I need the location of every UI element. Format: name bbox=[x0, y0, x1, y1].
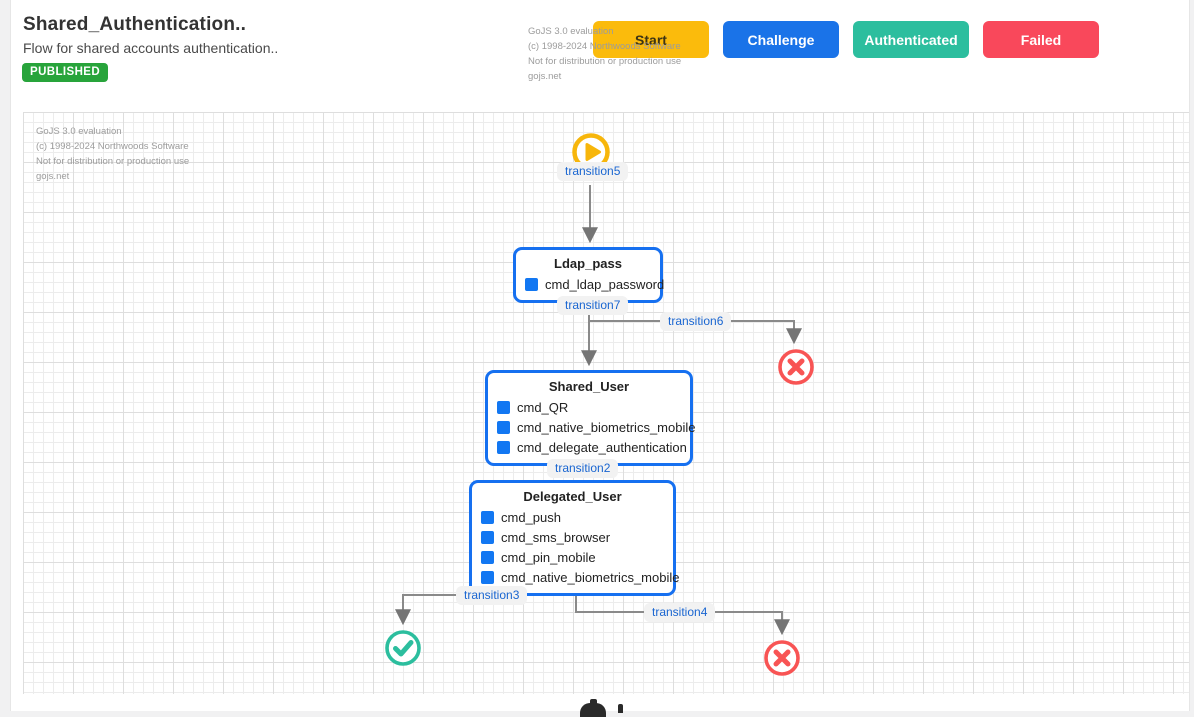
x-circle-icon bbox=[764, 640, 800, 676]
palette-start-button[interactable]: Start bbox=[593, 21, 709, 58]
cmd-square-icon bbox=[497, 440, 510, 454]
cmd-square-icon bbox=[481, 530, 494, 544]
state-node-delegated-user[interactable]: Delegated_User cmd_push cmd_sms_browser … bbox=[469, 480, 679, 596]
cmd-label: cmd_push bbox=[501, 509, 561, 525]
cmd-row[interactable]: cmd_sms_browser bbox=[481, 527, 664, 547]
check-circle-icon bbox=[385, 630, 421, 666]
cmd-square-icon bbox=[481, 550, 494, 564]
page-subtitle: Flow for shared accounts authentication.… bbox=[23, 40, 279, 56]
cmd-label: cmd_ldap_password bbox=[545, 276, 665, 292]
diagram-canvas[interactable]: GoJS 3.0 evaluation (c) 1998-2024 Northw… bbox=[23, 112, 1189, 694]
link-label-transition5[interactable]: transition5 bbox=[557, 162, 629, 181]
failed-node-2[interactable] bbox=[763, 639, 801, 682]
cmd-label: cmd_sms_browser bbox=[501, 529, 611, 545]
cmd-label: cmd_native_biometrics_mobile bbox=[501, 569, 680, 585]
cmd-row[interactable]: cmd_pin_mobile bbox=[481, 547, 664, 567]
cmd-square-icon bbox=[497, 420, 510, 434]
palette-failed-button[interactable]: Failed bbox=[983, 21, 1099, 58]
node-title: Shared_User bbox=[548, 379, 630, 394]
page-title: Shared_Authentication.. bbox=[23, 14, 247, 35]
cmd-square-icon bbox=[481, 510, 494, 524]
link-transition6 bbox=[589, 320, 802, 345]
cmd-row[interactable]: cmd_push bbox=[481, 507, 664, 527]
failed-node-1[interactable] bbox=[777, 348, 815, 391]
cmd-square-icon bbox=[481, 570, 494, 584]
node-title: Ldap_pass bbox=[554, 256, 622, 271]
link-label-transition6[interactable]: transition6 bbox=[660, 312, 732, 331]
cmd-label: cmd_pin_mobile bbox=[501, 549, 596, 565]
start-node[interactable] bbox=[571, 132, 611, 177]
node-title: Delegated_User bbox=[523, 489, 622, 504]
cmd-square-icon bbox=[525, 277, 538, 291]
app-window: Shared_Authentication.. Flow for shared … bbox=[10, 0, 1190, 711]
link-label-transition7[interactable]: transition7 bbox=[557, 296, 629, 315]
cmd-row[interactable]: cmd_native_biometrics_mobile bbox=[497, 417, 695, 437]
node-palette: Start Challenge Authenticated Failed bbox=[593, 21, 1099, 58]
cmd-label: cmd_native_biometrics_mobile bbox=[517, 419, 696, 435]
cmd-square-icon bbox=[497, 400, 510, 414]
play-circle-icon bbox=[572, 133, 610, 171]
link-label-transition2[interactable]: transition2 bbox=[547, 459, 619, 478]
cmd-label: cmd_QR bbox=[517, 399, 569, 415]
x-circle-icon bbox=[778, 349, 814, 385]
status-badge: PUBLISHED bbox=[22, 63, 109, 82]
palette-challenge-button[interactable]: Challenge bbox=[723, 21, 839, 58]
watermark-line: gojs.net bbox=[528, 71, 562, 82]
state-node-shared-user[interactable]: Shared_User cmd_QR cmd_native_biometrics… bbox=[485, 370, 695, 466]
palette-authenticated-button[interactable]: Authenticated bbox=[853, 21, 969, 58]
cmd-row[interactable]: cmd_native_biometrics_mobile bbox=[481, 567, 679, 587]
link-label-transition3[interactable]: transition3 bbox=[456, 586, 528, 605]
cmd-label: cmd_delegate_authentication bbox=[517, 439, 687, 455]
cmd-row[interactable]: cmd_QR bbox=[497, 397, 681, 417]
link-label-transition4[interactable]: transition4 bbox=[644, 603, 716, 622]
authenticated-node[interactable] bbox=[384, 629, 422, 672]
state-node-ldap-pass[interactable]: Ldap_pass cmd_ldap_password bbox=[513, 247, 664, 303]
cmd-row[interactable]: cmd_delegate_authentication bbox=[497, 437, 687, 457]
cmd-row[interactable]: cmd_ldap_password bbox=[525, 274, 664, 294]
